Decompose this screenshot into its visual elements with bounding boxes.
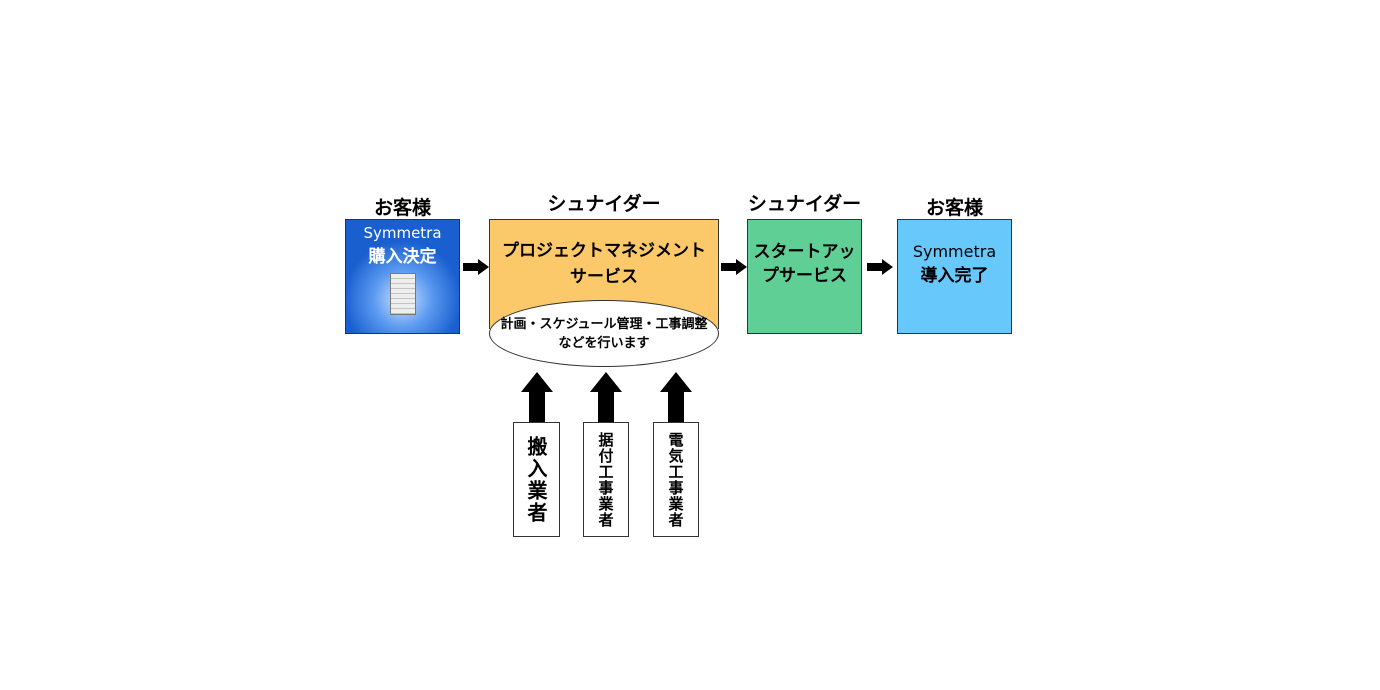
step2-note-line2: などを行います xyxy=(558,335,650,351)
contractor-electrical: 電気工事業者 xyxy=(653,422,699,537)
arrow-right-icon xyxy=(721,259,747,275)
step2-line1: プロジェクトマネジメント xyxy=(502,241,706,261)
contractor-label: 据付工事業者 xyxy=(596,431,615,528)
step3-line2: プサービス xyxy=(762,266,847,286)
step3-owner: シュナイダー xyxy=(747,193,862,215)
step4-owner: お客様 xyxy=(925,197,983,219)
contractor-label: 電気工事業者 xyxy=(666,431,685,528)
step4-completion-box: Symmetra 導入完了 xyxy=(897,219,1012,334)
step1-owner: お客様 xyxy=(373,197,431,219)
step1-purchase-box: Symmetra 購入決定 xyxy=(345,219,460,334)
step3-line1: スタートアッ xyxy=(753,242,856,262)
step3-startup-box: スタートアッ プサービス xyxy=(747,219,862,334)
ups-cabinet-image xyxy=(389,273,416,315)
arrow-up-icon xyxy=(521,372,553,422)
arrow-up-icon xyxy=(660,372,692,422)
step1-line1: Symmetra xyxy=(363,224,442,242)
contractor-delivery: 搬入業者 xyxy=(513,422,560,537)
arrow-right-icon xyxy=(463,259,489,275)
arrow-up-icon xyxy=(590,372,622,422)
step2-line2: サービス xyxy=(570,267,638,287)
contractor-label: 搬入業者 xyxy=(524,435,548,524)
step2-owner: シュナイダー xyxy=(547,193,661,215)
step2-note-line1: 計画・スケジュール管理・工事調整 xyxy=(500,316,708,332)
arrow-right-icon xyxy=(867,259,893,275)
step2-note-ellipse: 計画・スケジュール管理・工事調整 などを行います xyxy=(489,300,719,367)
step4-line1: Symmetra xyxy=(912,242,997,261)
step1-line2: 購入決定 xyxy=(368,247,437,267)
contractor-installation: 据付工事業者 xyxy=(583,422,629,537)
step4-line2: 導入完了 xyxy=(920,266,989,286)
